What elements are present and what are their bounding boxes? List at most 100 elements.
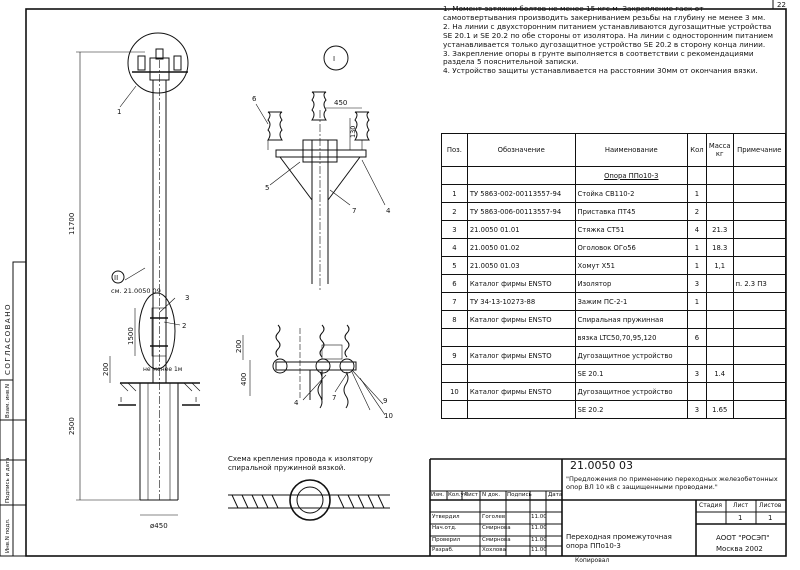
spec-cell-name: Стяжка СТ51 (574, 220, 689, 239)
role-1: Утвердил (432, 514, 460, 520)
hdr-kol: Кол.уч (448, 492, 468, 498)
spec-cell-name: SE 20.2 (574, 400, 689, 419)
note-2: 2. На линии с двухсторонним питанием уст… (443, 21, 773, 49)
spec-cell-designation: Каталог фирмы ENSTO (466, 382, 576, 401)
spec-cell-note (732, 202, 787, 221)
spec-cell-qty: 3 (687, 364, 707, 383)
date-1: 11.00 (531, 514, 547, 520)
signer-3: Смирнова (482, 537, 511, 543)
label-6: 6 (252, 95, 257, 103)
spec-cell-designation: ТУ 34-13-10273-88 (466, 292, 576, 311)
col-mass: Масса кг (705, 133, 734, 167)
role-2: Нач.отд. (432, 525, 457, 531)
spec-cell-qty: 6 (687, 328, 707, 347)
detail-II-ellipse (138, 292, 176, 370)
dim-1500: 1500 (127, 327, 135, 345)
label-7: 7 (352, 207, 356, 215)
caption-line-1: Схема крепления провода к изолятору (228, 455, 373, 463)
hdr-date: Дата (548, 492, 563, 498)
spec-cell-name: Спиральная пружинная (574, 310, 689, 329)
spec-cell-note (732, 220, 787, 239)
spec-cell-pos: 9 (441, 346, 468, 365)
col-designation: Обозначение (466, 133, 576, 167)
detail-I-view (255, 45, 386, 290)
spec-cell-qty (687, 346, 707, 365)
spec-cell-mass (705, 292, 734, 311)
replace-inv-label: Взам. инв.N (5, 384, 11, 418)
label-9: 9 (383, 397, 387, 405)
spec-cell-mass: 1.65 (705, 400, 734, 419)
spec-cell-note (732, 328, 787, 347)
spec-cell-qty: 1 (687, 292, 707, 311)
spec-cell-mass: 21.3 (705, 220, 734, 239)
spec-cell-designation: 21.0050 01.02 (466, 238, 576, 257)
label-1: 1 (117, 108, 121, 116)
date-3: 11.00 (531, 537, 547, 543)
spec-cell-note (732, 256, 787, 275)
dim-200-section: 200 (235, 340, 243, 353)
spec-cell-pos: 1 (441, 184, 468, 203)
left-stamp: СОГЛАСОВАНО Взам. инв.N Подпись и дата И… (0, 261, 27, 557)
group-title: Опора ППо10-3 (574, 166, 689, 185)
callout-I: I (333, 55, 335, 63)
label-4-section: 4 (294, 399, 299, 407)
section-view (242, 324, 386, 416)
project-title: "Предложения по применению переходных же… (566, 475, 778, 491)
doc-number: 21.0050 03 (570, 459, 633, 472)
hdr-doc: N док. (482, 492, 501, 498)
caption-line-2: спиральной пружинной вязкой. (228, 464, 346, 472)
spec-cell-pos: 3 (441, 220, 468, 239)
ref-mark: см. 21.0050 09 (111, 287, 161, 295)
spec-cell-pos: 10 (441, 382, 468, 401)
pole-main-view (76, 32, 201, 516)
spec-cell-mass (705, 382, 734, 401)
sheet-value: 1 (738, 514, 743, 522)
spec-cell-name: вязка LTC50,70,95,120 (574, 328, 689, 347)
label-5: 5 (265, 184, 269, 192)
spec-cell-qty (687, 382, 707, 401)
spec-cell-designation: ТУ 5863-002-00113557-94 (466, 184, 576, 203)
col-qty: Кол (687, 133, 707, 167)
spec-cell-qty: 2 (687, 202, 707, 221)
spec-cell-mass: 1.4 (705, 364, 734, 383)
agreed-label: СОГЛАСОВАНО (4, 303, 12, 375)
title-block-lines (429, 458, 786, 556)
note-4: 4. Устройство защиты устанавливается на … (443, 66, 758, 76)
label-2: 2 (182, 322, 186, 330)
spec-cell-pos (441, 328, 468, 347)
dim-200: 200 (102, 363, 110, 376)
spec-cell-name: Дугозащитное устройство (574, 382, 689, 401)
spec-cell-designation: Каталог фирмы ENSTO (466, 274, 576, 293)
spec-group-row: Опора ППо10-3 (441, 166, 787, 185)
general-notes: 1. Момент затяжки болтов не менее 15 кгс… (443, 4, 775, 76)
spec-cell-mass (705, 274, 734, 293)
sheets-value: 1 (768, 514, 773, 522)
spec-header-row: Поз. Обозначение Наименование Кол Масса … (441, 133, 787, 167)
sheet-header: Лист (733, 502, 749, 509)
date-2: 11.00 (531, 525, 547, 531)
spec-cell-name: Изолятор (574, 274, 689, 293)
dim-base: ø450 (150, 522, 168, 530)
label-7-section: 7 (332, 394, 336, 402)
spec-cell-pos (441, 364, 468, 383)
organization: АООТ "РОСЭП" (716, 534, 770, 542)
note-3: 3. Закрепление опоры в грунте выполняетс… (443, 48, 754, 67)
spec-cell-note (732, 292, 787, 311)
section-mark-right: I (195, 396, 197, 404)
stage-header: Стадия (699, 502, 723, 509)
spec-cell-name: Приставка ПТ45 (574, 202, 689, 221)
spec-cell-note (732, 364, 787, 383)
spec-cell-qty: 1 (687, 184, 707, 203)
signer-1: Гоголев (482, 514, 506, 520)
spec-cell-qty: 3 (687, 400, 707, 419)
section-mark-left: I (120, 396, 122, 404)
col-note: Примечание (732, 133, 787, 167)
